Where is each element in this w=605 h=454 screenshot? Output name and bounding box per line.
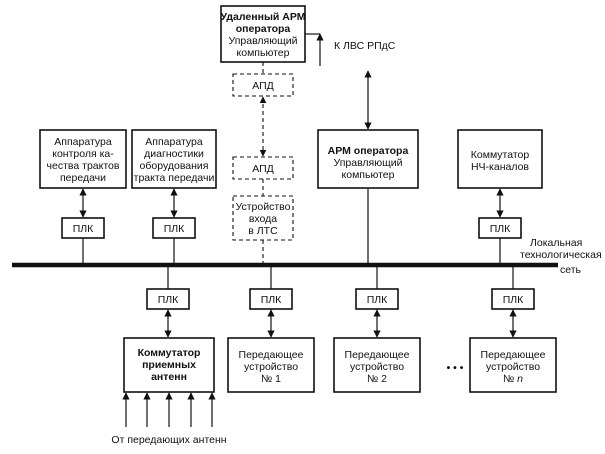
antennas-label: От передающих антенн <box>111 434 226 446</box>
operator-arm-subtitle-2: компьютер <box>342 169 395 181</box>
apd-bottom-label: АПД <box>252 163 274 175</box>
quality-control-label-4: передачи <box>60 172 106 184</box>
txn-box <box>469 337 557 393</box>
local-network-label-3: сеть <box>560 264 582 276</box>
ellipsis-mark: • • • <box>447 362 464 374</box>
remote-arm-subtitle: Управляющий <box>229 35 298 47</box>
remote-arm-title-2: оператора <box>236 23 291 35</box>
tx2-label-1: Передающее <box>345 349 410 361</box>
quality-control-box <box>39 129 127 189</box>
tx1-label-3: № 1 <box>261 373 281 385</box>
plc-tx2-label: ПЛК <box>367 294 388 306</box>
rx-switch-box <box>123 337 215 393</box>
plc-tx1-label: ПЛК <box>261 294 282 306</box>
tx2-label-2: устройство <box>350 361 404 373</box>
rx-switch-label-1: Коммутатор <box>138 347 201 359</box>
txn-label-2: устройство <box>486 361 540 373</box>
input-device-label-1: Устройство <box>236 201 291 213</box>
tx2-label-3: № 2 <box>367 373 387 385</box>
quality-control-label-3: чества трактов <box>47 160 120 172</box>
plc-tx1-box <box>249 288 293 310</box>
plc-txn-box <box>491 288 535 310</box>
lf-switch-box <box>457 129 543 189</box>
txn-number-var: n <box>517 373 523 385</box>
rx-switch-label-2: приемных <box>142 359 196 371</box>
tx1-label-2: устройство <box>244 361 298 373</box>
quality-control-label-2: контроля ка- <box>52 148 114 160</box>
tx1-label-1: Передающее <box>239 349 304 361</box>
txn-number-prefix: № <box>503 373 517 385</box>
remote-arm-subtitle-2: компьютер <box>237 47 290 59</box>
plc-quality-label: ПЛК <box>73 223 94 235</box>
input-device-label-3: в ЛТС <box>248 225 278 237</box>
apd-top-box <box>232 73 294 97</box>
diagnostics-label-1: Аппаратура <box>145 136 203 148</box>
plc-lf-label: ПЛК <box>490 223 511 235</box>
txn-label-1: Передающее <box>481 349 546 361</box>
diagnostics-label-3: оборудования <box>140 160 209 172</box>
plc-tx2-box <box>355 288 399 310</box>
plc-rx-box <box>146 288 190 310</box>
plc-rx-label: ПЛК <box>158 294 179 306</box>
remote-arm-box <box>220 5 306 63</box>
rx-switch-label-3: антенн <box>151 371 187 383</box>
plc-diagnostics-label: ПЛК <box>164 223 185 235</box>
lf-switch-label-2: НЧ-каналов <box>471 161 529 173</box>
quality-control-label-1: Аппаратура <box>54 136 112 148</box>
operator-arm-box <box>317 129 419 189</box>
diagnostics-label-2: диагностики <box>144 148 204 160</box>
plc-txn-label: ПЛК <box>503 294 524 306</box>
diagnostics-label-4: тракта передачи <box>134 172 215 184</box>
input-device-label-2: входа <box>249 213 277 225</box>
operator-arm-subtitle-1: Управляющий <box>334 157 403 169</box>
tx2-box <box>333 337 421 393</box>
diagnostics-box <box>131 129 217 189</box>
lf-switch-label-1: Коммутатор <box>471 149 530 161</box>
local-network-label-1: Локальная <box>530 237 582 249</box>
txn-label-3: № n <box>503 373 523 385</box>
operator-arm-title: АРМ оператора <box>328 145 409 157</box>
remote-arm-title: Удаленный АРМ <box>221 11 306 23</box>
apd-top-label: АПД <box>252 80 274 92</box>
local-network-label-2: технологическая <box>520 249 602 261</box>
tx1-box <box>227 337 315 393</box>
lan-link-label: К ЛВС РПдС <box>334 40 396 52</box>
